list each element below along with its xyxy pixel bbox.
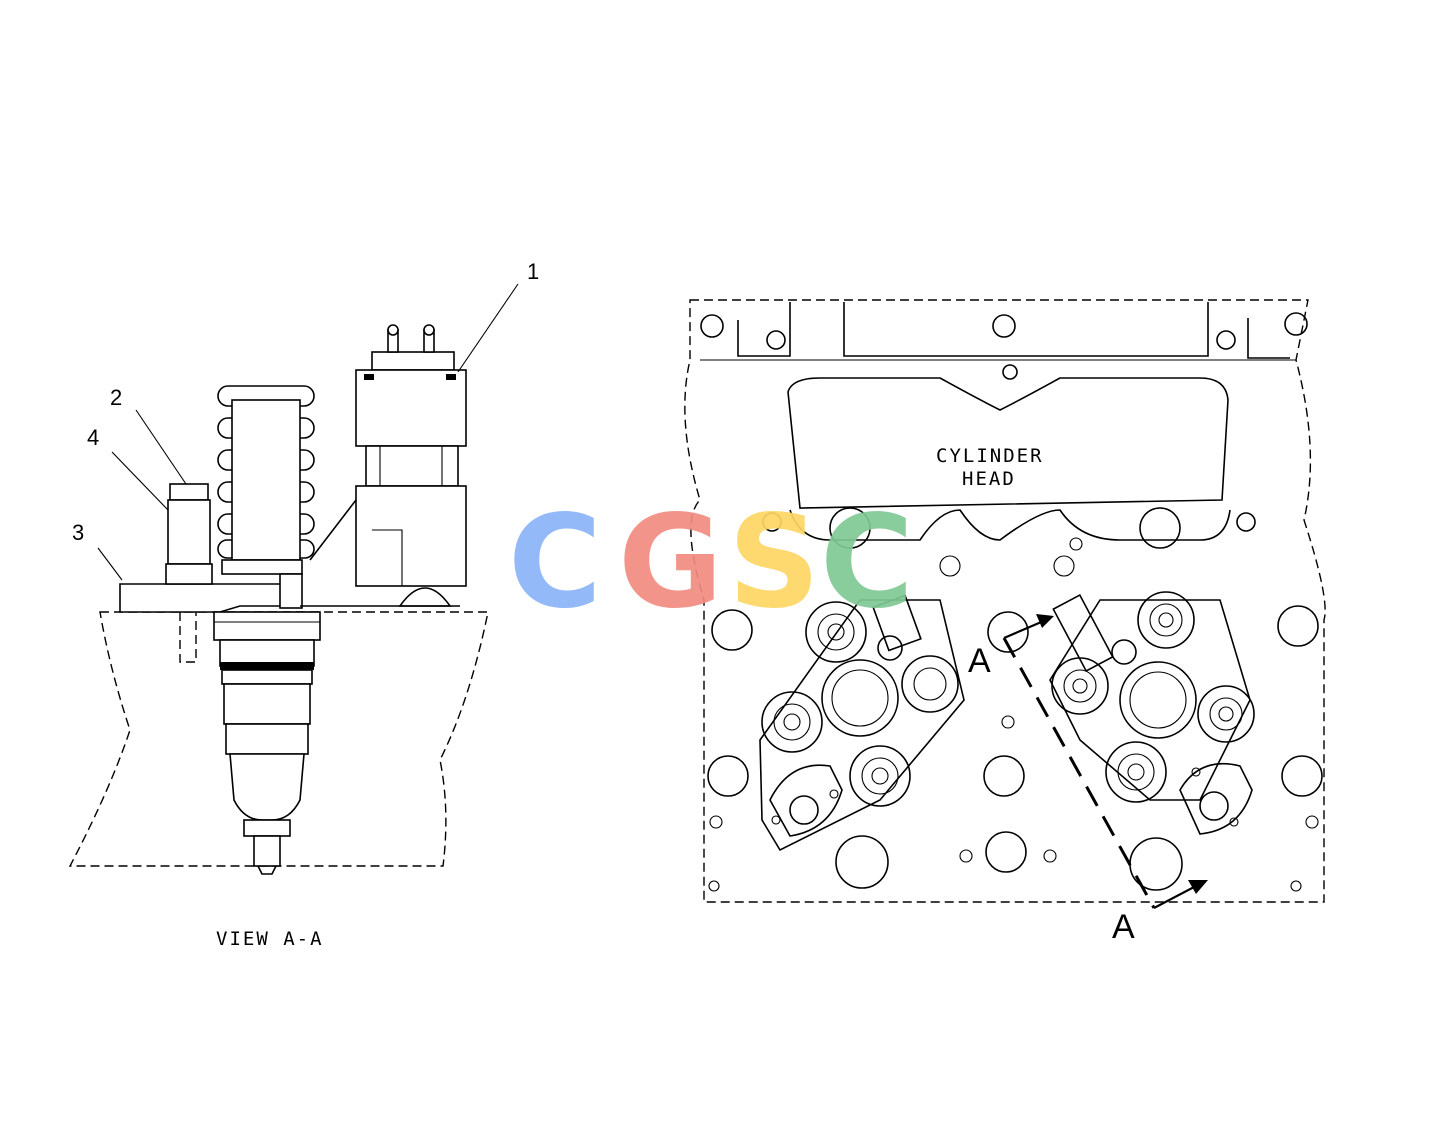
rocker-arm — [119, 583, 301, 613]
spacer — [167, 499, 211, 565]
cylinder-head-drawing — [684, 299, 1326, 909]
callout-4: 4 — [87, 425, 99, 450]
head-block-outline — [68, 611, 489, 867]
injector-cluster-left — [759, 594, 965, 852]
top-bolt-holes — [700, 312, 1308, 532]
watermark-letter-2: G — [618, 488, 723, 637]
injector-cluster-right — [1049, 591, 1255, 835]
cgsc-watermark: C G S C — [508, 488, 914, 637]
injector-spring — [217, 385, 315, 609]
head-label-line1: CYLINDER — [936, 445, 1044, 467]
callout-3: 3 — [72, 520, 84, 545]
injector-lower-body — [213, 611, 321, 875]
view-caption: VIEW A-A — [216, 928, 324, 950]
section-line — [1002, 637, 1156, 909]
solenoid-assembly — [355, 324, 467, 607]
watermark-letter-4: C — [820, 488, 914, 637]
bolt-shank — [179, 612, 197, 663]
head-label-line2: HEAD — [962, 468, 1016, 490]
view-a-a-drawing — [68, 283, 519, 875]
callout-1: 1 — [527, 259, 539, 284]
section-mark-top: A — [968, 642, 991, 680]
watermark-letter-3: S — [728, 488, 820, 637]
watermark-letter-1: C — [508, 488, 602, 637]
section-mark-bottom: A — [1112, 908, 1135, 946]
bolt-washer — [165, 563, 213, 585]
bolt-head — [169, 483, 209, 501]
head-outline — [684, 299, 1326, 903]
lower-bolt-holes — [707, 605, 1323, 892]
callout-2: 2 — [110, 385, 122, 410]
